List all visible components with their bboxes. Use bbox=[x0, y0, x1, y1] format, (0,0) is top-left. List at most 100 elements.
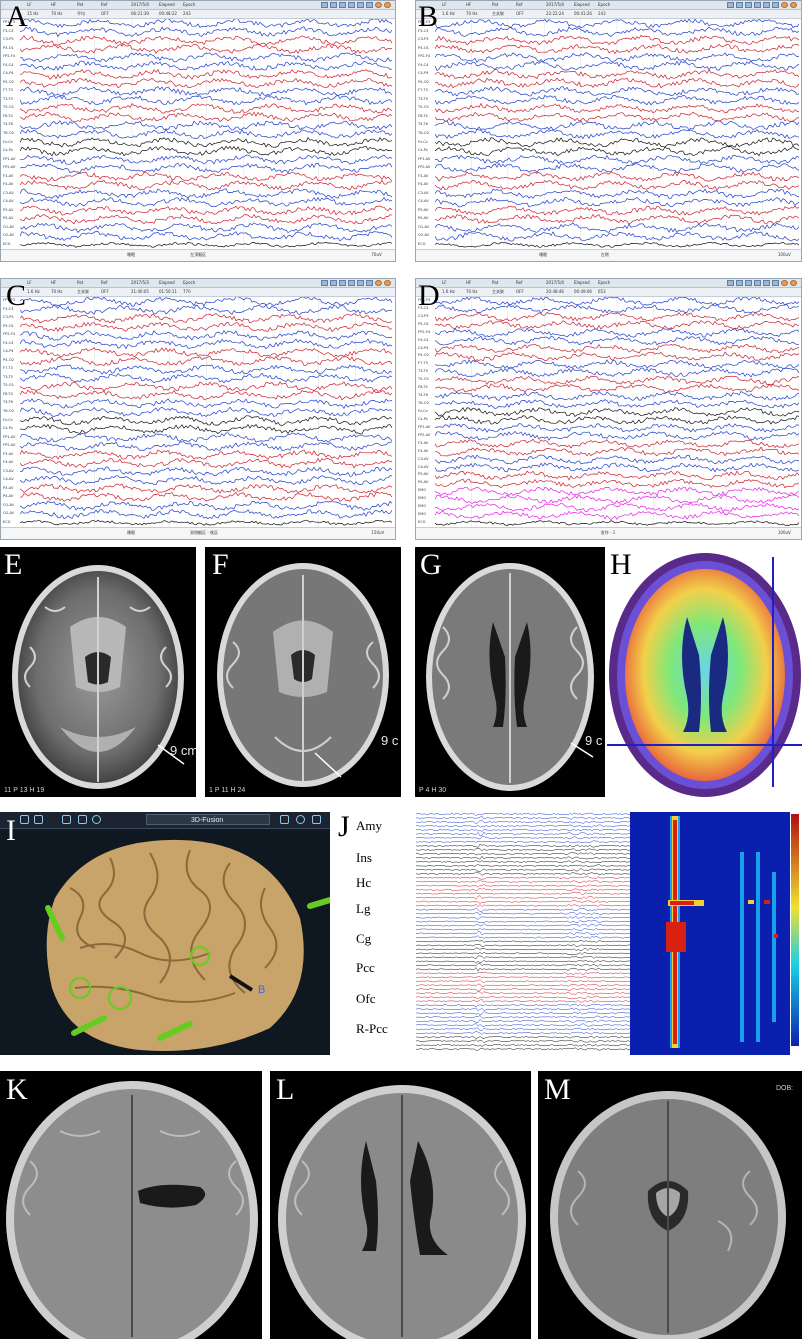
page-icon[interactable] bbox=[321, 280, 328, 286]
record-icon[interactable] bbox=[790, 2, 797, 8]
seeg-trace bbox=[416, 979, 630, 983]
ruler-icon[interactable] bbox=[763, 2, 770, 8]
eeg-channel-label: F4-AV bbox=[418, 448, 429, 453]
eeg-trace bbox=[20, 179, 393, 191]
seeg-trace bbox=[416, 848, 630, 852]
marker-icon[interactable] bbox=[348, 280, 355, 286]
record-icon[interactable] bbox=[384, 2, 391, 8]
filter-icon[interactable] bbox=[745, 2, 752, 8]
eeg-channel-label: F3-AV bbox=[418, 173, 429, 178]
page-icon[interactable] bbox=[321, 2, 328, 8]
reset-icon[interactable] bbox=[280, 815, 289, 824]
eeg-trace bbox=[435, 94, 799, 106]
filter-icon[interactable] bbox=[339, 280, 346, 286]
panel-label-A: A bbox=[6, 0, 28, 33]
seeg-trace bbox=[416, 955, 630, 960]
mri-axial-image-L bbox=[278, 1085, 526, 1339]
eeg-trace bbox=[20, 398, 393, 409]
eeg-channel-label: T4-T6 bbox=[418, 122, 428, 127]
eeg-channel-label: F3-C3 bbox=[3, 28, 14, 33]
eeg-trace bbox=[20, 128, 393, 139]
eeg-status-text: 睡眠 bbox=[127, 530, 136, 535]
eeg-channel-label: F8-T4 bbox=[418, 385, 428, 390]
region-label-cg: Cg bbox=[356, 931, 372, 946]
seeg-trace bbox=[416, 1047, 630, 1051]
eeg-channel-label: C3-AV bbox=[418, 456, 429, 461]
montage-icon[interactable] bbox=[736, 2, 743, 8]
eeg-channel-label: EMG bbox=[418, 504, 427, 509]
view-mode-select[interactable]: 3D-Fusion bbox=[146, 814, 270, 825]
seeg-trace bbox=[416, 887, 630, 892]
eeg-trace bbox=[435, 213, 799, 225]
print-icon[interactable] bbox=[366, 280, 373, 286]
seeg-trace bbox=[416, 828, 630, 832]
eeg-trace bbox=[435, 351, 799, 362]
filter-icon[interactable] bbox=[745, 280, 752, 286]
marker-icon[interactable] bbox=[754, 2, 761, 8]
eeg-channel-label: FP2-F4 bbox=[418, 329, 431, 334]
cursor-icon[interactable] bbox=[20, 815, 29, 824]
fullscreen-icon[interactable] bbox=[312, 815, 321, 824]
ruler-icon[interactable] bbox=[763, 280, 770, 286]
eeg-trace bbox=[20, 381, 393, 392]
eeg-channel-label: T4-T6 bbox=[3, 122, 13, 127]
eeg-trace bbox=[435, 478, 799, 489]
eeg-trace bbox=[435, 241, 799, 248]
eeg-trace bbox=[435, 399, 799, 409]
eeg-status-text: 左侧 bbox=[600, 252, 609, 257]
mri-panel-F: 9 c 1 P 11 H 24 bbox=[205, 547, 401, 797]
print-icon[interactable] bbox=[366, 2, 373, 8]
zoom-icon[interactable] bbox=[375, 280, 382, 286]
eeg-channel-label: F7-T3 bbox=[418, 88, 428, 93]
seeg-trace bbox=[416, 939, 630, 943]
eeg-trace bbox=[20, 231, 393, 242]
toolbar-label: 2017/5/4 bbox=[546, 280, 564, 285]
panel-label-C: C bbox=[6, 279, 27, 312]
eeg-trace bbox=[20, 406, 393, 417]
eeg-channel-label: C3-P3 bbox=[418, 37, 429, 42]
montage-icon[interactable] bbox=[330, 2, 337, 8]
eeg-trace bbox=[435, 454, 799, 465]
eeg-status-text: 左顶颞区 bbox=[190, 252, 207, 257]
eeg-trace bbox=[20, 19, 393, 29]
eeg-channel-label: P3-O1 bbox=[3, 323, 14, 328]
montage-icon[interactable] bbox=[736, 280, 743, 286]
eeg-trace bbox=[20, 171, 393, 183]
seeg-traces-svg bbox=[416, 812, 630, 1051]
eeg-channel-label: C4-P4 bbox=[418, 71, 429, 76]
eeg-channel-label: O1-AV bbox=[3, 502, 15, 507]
contrast-icon[interactable] bbox=[92, 815, 101, 824]
eeg-trace bbox=[20, 330, 393, 341]
record-icon[interactable] bbox=[384, 280, 391, 286]
rotate-icon[interactable] bbox=[78, 815, 87, 824]
zoom-icon[interactable] bbox=[781, 280, 788, 286]
zoom-icon[interactable] bbox=[781, 2, 788, 8]
eeg-channel-label: T5-O1 bbox=[3, 105, 14, 110]
page-icon[interactable] bbox=[727, 280, 734, 286]
zoom-icon[interactable] bbox=[375, 2, 382, 8]
toolbar-value: OFF bbox=[516, 289, 524, 294]
print-icon[interactable] bbox=[772, 2, 779, 8]
eeg-channel-label: F3-AV bbox=[418, 440, 429, 445]
marker-icon[interactable] bbox=[754, 280, 761, 286]
eeg-toolbar-icons bbox=[321, 2, 391, 8]
eeg-channel-label: FP1-AV bbox=[418, 156, 431, 161]
eeg-trace bbox=[20, 355, 393, 366]
print-icon[interactable] bbox=[772, 280, 779, 286]
zoom-icon[interactable] bbox=[34, 815, 43, 824]
eeg-channel-label: P4-O2 bbox=[3, 357, 14, 362]
ruler-icon[interactable] bbox=[357, 2, 364, 8]
toolbar-value: 00:49:06 bbox=[574, 289, 592, 294]
page-icon[interactable] bbox=[727, 2, 734, 8]
seeg-trace bbox=[416, 987, 630, 992]
ruler-icon[interactable] bbox=[357, 280, 364, 286]
pan-icon[interactable] bbox=[62, 815, 71, 824]
eeg-channel-label: C3-P3 bbox=[418, 313, 429, 318]
montage-icon[interactable] bbox=[330, 280, 337, 286]
eeg-channel-label: P4-AV bbox=[418, 480, 429, 485]
record-icon[interactable] bbox=[790, 280, 797, 286]
marker-icon[interactable] bbox=[348, 2, 355, 8]
sync-icon[interactable] bbox=[296, 815, 305, 824]
filter-icon[interactable] bbox=[339, 2, 346, 8]
